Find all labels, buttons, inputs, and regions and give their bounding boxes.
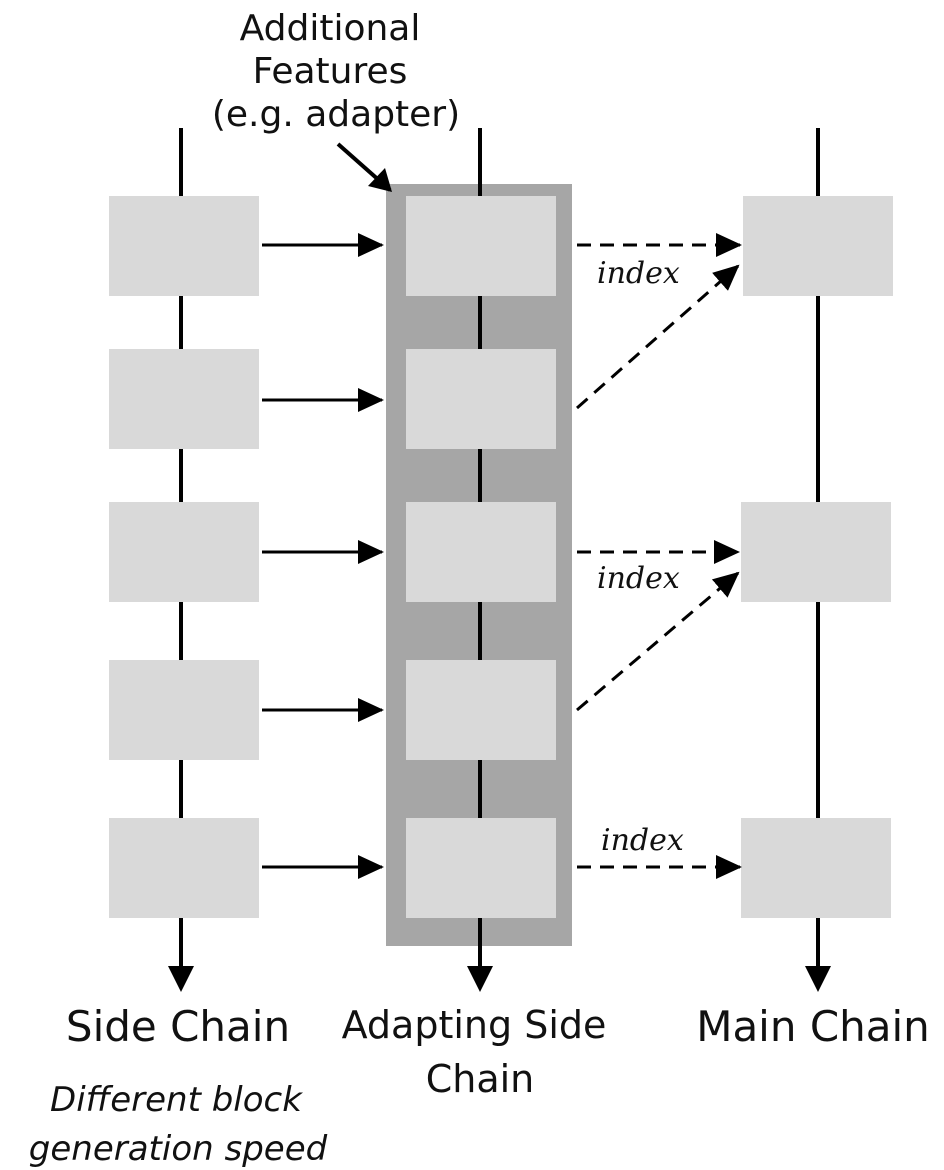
- side-chain-label: Side Chain: [66, 1002, 290, 1051]
- adapting-chain-block: [406, 196, 556, 296]
- main-chain-block: [743, 196, 893, 296]
- main-chain-block: [741, 502, 891, 602]
- adapting-chain-block: [406, 502, 556, 602]
- side-chain-arrowhead: [168, 966, 194, 992]
- side-chain-block: [109, 349, 259, 449]
- main-chain-label: Main Chain: [696, 1002, 930, 1051]
- adapting-chain-block: [406, 818, 556, 918]
- adapting-chain-arrowhead: [467, 966, 493, 992]
- index-arrow: [576, 571, 740, 712]
- index-label: index: [597, 256, 680, 291]
- side-chain-block: [109, 196, 259, 296]
- main-chain-block: [741, 818, 891, 918]
- index-label: index: [597, 561, 680, 596]
- callout-line-1: Additional: [240, 8, 421, 49]
- callout-line-3: (e.g. adapter): [212, 94, 460, 135]
- callout-arrowhead: [368, 168, 392, 192]
- adapting-chain-label-line-1: Adapting Side: [342, 1003, 607, 1047]
- side-chain-block: [109, 818, 259, 918]
- main-chain-arrowhead: [805, 966, 831, 992]
- side-chain-block: [109, 502, 259, 602]
- side-chain-block: [109, 660, 259, 760]
- note-line-1: Different block: [50, 1080, 303, 1120]
- adapting-chain-block: [406, 349, 556, 449]
- note-line-2: generation speed: [29, 1129, 328, 1169]
- adapting-chain-block: [406, 660, 556, 760]
- index-arrow: [576, 264, 740, 410]
- callout-line-2: Features: [253, 51, 408, 92]
- adapting-chain-label-line-2: Chain: [426, 1057, 535, 1101]
- index-label: index: [601, 823, 684, 858]
